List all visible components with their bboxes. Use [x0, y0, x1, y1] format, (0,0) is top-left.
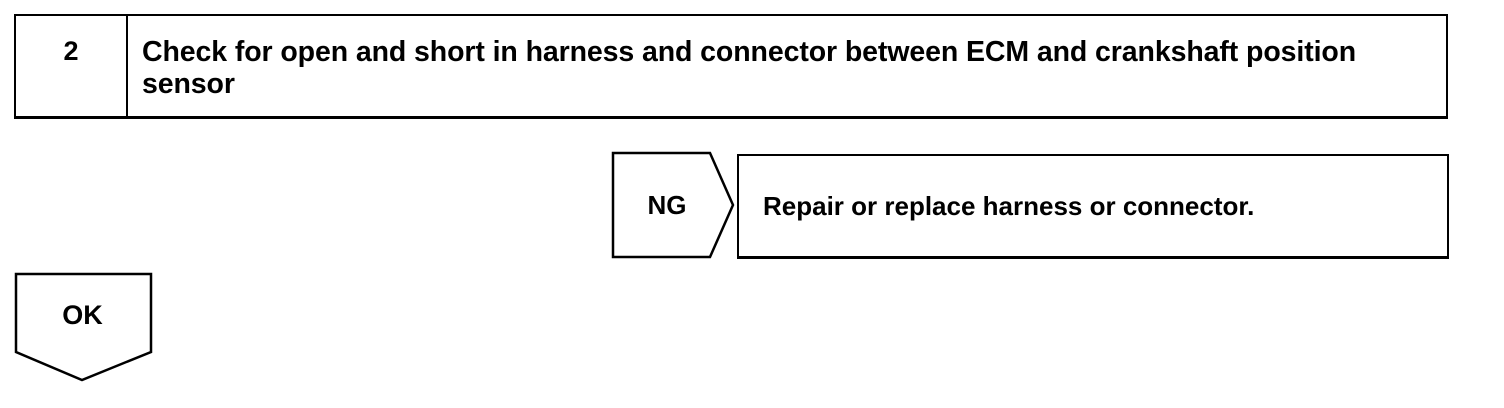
- ok-arrow-tag: OK: [14, 272, 154, 384]
- step-number: 2: [16, 16, 128, 116]
- ok-label: OK: [62, 300, 103, 330]
- step-box: 2 Check for open and short in harness an…: [14, 14, 1448, 118]
- right-pentagon-arrow-icon: [611, 151, 735, 259]
- ng-action-text: Repair or replace harness or connector.: [763, 191, 1255, 221]
- step-title: Check for open and short in harness and …: [142, 36, 1357, 100]
- ng-label: NG: [647, 190, 687, 220]
- ng-arrow-tag: NG: [611, 151, 735, 259]
- ng-action-box: Repair or replace harness or connector.: [737, 154, 1449, 258]
- down-pentagon-arrow-icon: [14, 272, 153, 382]
